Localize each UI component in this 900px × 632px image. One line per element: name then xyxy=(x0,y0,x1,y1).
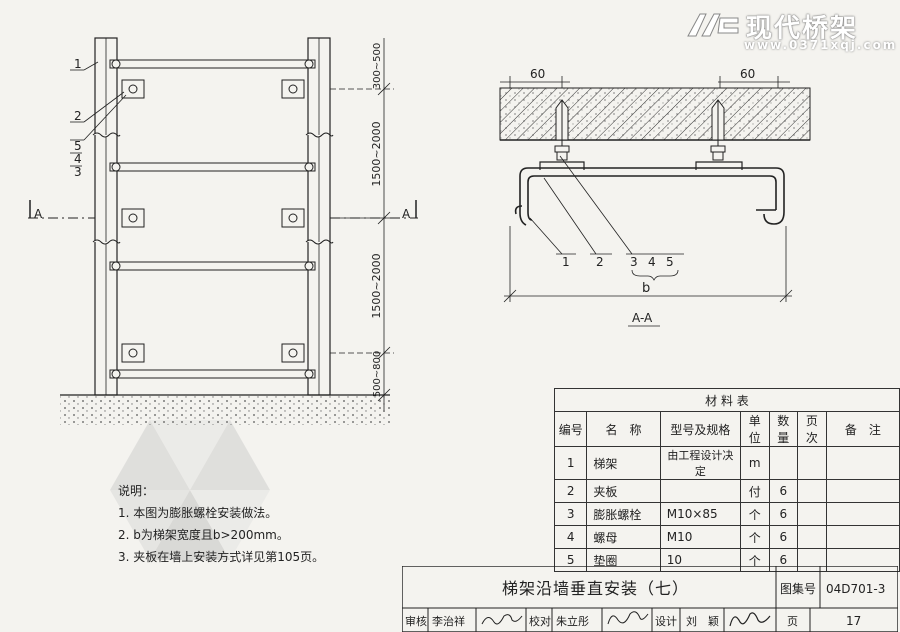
col-unit: 单位 xyxy=(739,411,770,447)
col-qty: 数量 xyxy=(768,411,799,447)
title-block: 梯架沿墙垂直安装（七） 图集号 04D701-3 审核 李治祥 校对 朱立彤 设… xyxy=(402,566,898,632)
expansion-bolts xyxy=(554,99,726,161)
section-top-dims xyxy=(500,76,790,88)
triangle-watermark xyxy=(110,420,270,560)
watermark-url: www.0371xqj.com xyxy=(744,38,898,52)
dim-b: b xyxy=(642,281,650,296)
reviewer-name: 李治祥 xyxy=(432,614,465,628)
elevation-dimension-line xyxy=(330,38,394,412)
table-row: 2 夹板 付 6 xyxy=(553,479,900,503)
section-view: 60 60 xyxy=(499,67,811,327)
section-clamps xyxy=(539,161,743,170)
col-name: 名 称 xyxy=(586,411,661,447)
dim-60-left: 60 xyxy=(530,67,545,81)
section-callout-4: 4 xyxy=(648,255,656,269)
dim-300-500: 300~500 xyxy=(372,43,383,90)
materials-title: 材 料 表 xyxy=(554,388,900,412)
table-row: 1 梯架 由工程设计决定 m xyxy=(553,446,900,480)
notes-block: 说明： 1. 本图为膨胀螺栓安装做法。 2. b为梯架宽度且b>200mm。 3… xyxy=(118,480,324,568)
dim-1500-2000-lower: 1500~2000 xyxy=(370,253,383,318)
callout-4: 4 xyxy=(74,152,82,166)
section-callout-5: 5 xyxy=(666,255,674,269)
section-callout-3: 3 xyxy=(630,255,638,269)
note-item-2: 2. b为梯架宽度且b>200mm。 xyxy=(118,528,289,542)
materials-header-row: 编号 名 称 型号及规格 单位 数量 页次 备 注 xyxy=(553,411,900,447)
col-remark: 备 注 xyxy=(825,411,900,447)
section-cut-line xyxy=(28,200,418,219)
width-dimension xyxy=(503,226,793,303)
rung-bolts xyxy=(111,59,314,379)
callout-5: 5 xyxy=(74,139,82,153)
callout-3: 3 xyxy=(74,165,82,179)
page-number: 17 xyxy=(846,614,861,628)
col-no: 编号 xyxy=(553,411,588,447)
right-rail xyxy=(305,37,334,396)
table-row: 3 膨胀螺栓 M10×85 个 6 xyxy=(553,502,900,526)
drawing-title: 梯架沿墙垂直安装（七） xyxy=(502,579,689,598)
section-mark-left: A xyxy=(34,207,43,221)
left-rail xyxy=(92,37,121,396)
table-row: 5 垫圈 10 个 6 xyxy=(553,548,900,572)
table-row: 4 螺母 M10 个 6 xyxy=(553,525,900,549)
materials-table: 材 料 表 编号 名 称 型号及规格 单位 数量 页次 备 注 1 梯架 由工程… xyxy=(553,388,900,572)
ground-fill xyxy=(60,395,390,425)
atlas-label: 图集号 xyxy=(780,581,816,596)
dim-1500-2000-upper: 1500~2000 xyxy=(370,121,383,186)
watermark: 现代桥架 www.0371xqj.com xyxy=(680,6,895,56)
section-mark-right: A xyxy=(402,207,411,221)
brand-logo-icon xyxy=(687,13,739,37)
checker-signature xyxy=(607,611,649,625)
elevation-callouts xyxy=(70,61,127,141)
designer-signature xyxy=(729,612,771,627)
clamp-plates xyxy=(121,79,305,363)
section-callouts xyxy=(529,155,684,255)
check-label: 校对 xyxy=(529,614,551,628)
cable-tray-profile xyxy=(514,167,785,226)
section-title: A-A xyxy=(632,311,653,325)
notes-heading: 说明： xyxy=(118,484,155,498)
col-spec: 型号及规格 xyxy=(659,411,741,447)
checker-name: 朱立彤 xyxy=(556,614,589,628)
watermark-brand: 现代桥架 xyxy=(746,14,859,44)
reviewer-signature xyxy=(481,614,523,625)
dim-60-right: 60 xyxy=(740,67,755,81)
rungs xyxy=(109,59,316,379)
dim-500-800: 500~800 xyxy=(372,351,383,398)
callout-2: 2 xyxy=(74,109,82,123)
atlas-number: 04D701-3 xyxy=(826,582,885,596)
review-label: 审核 xyxy=(405,614,427,628)
section-callout-2: 2 xyxy=(596,255,604,269)
design-label: 设计 xyxy=(655,615,677,628)
elevation-view: A A 1 2 5 4 3 xyxy=(28,37,418,425)
designer-name: 刘 颖 xyxy=(686,615,719,628)
note-item-3: 3. 夹板在墙上安装方式详见第105页。 xyxy=(118,550,325,564)
callout-1: 1 xyxy=(74,57,82,71)
page-label: 页 xyxy=(787,615,798,628)
col-page: 页次 xyxy=(797,411,827,447)
section-callout-1: 1 xyxy=(562,255,570,269)
note-item-1: 1. 本图为膨胀螺栓安装做法。 xyxy=(118,506,278,520)
